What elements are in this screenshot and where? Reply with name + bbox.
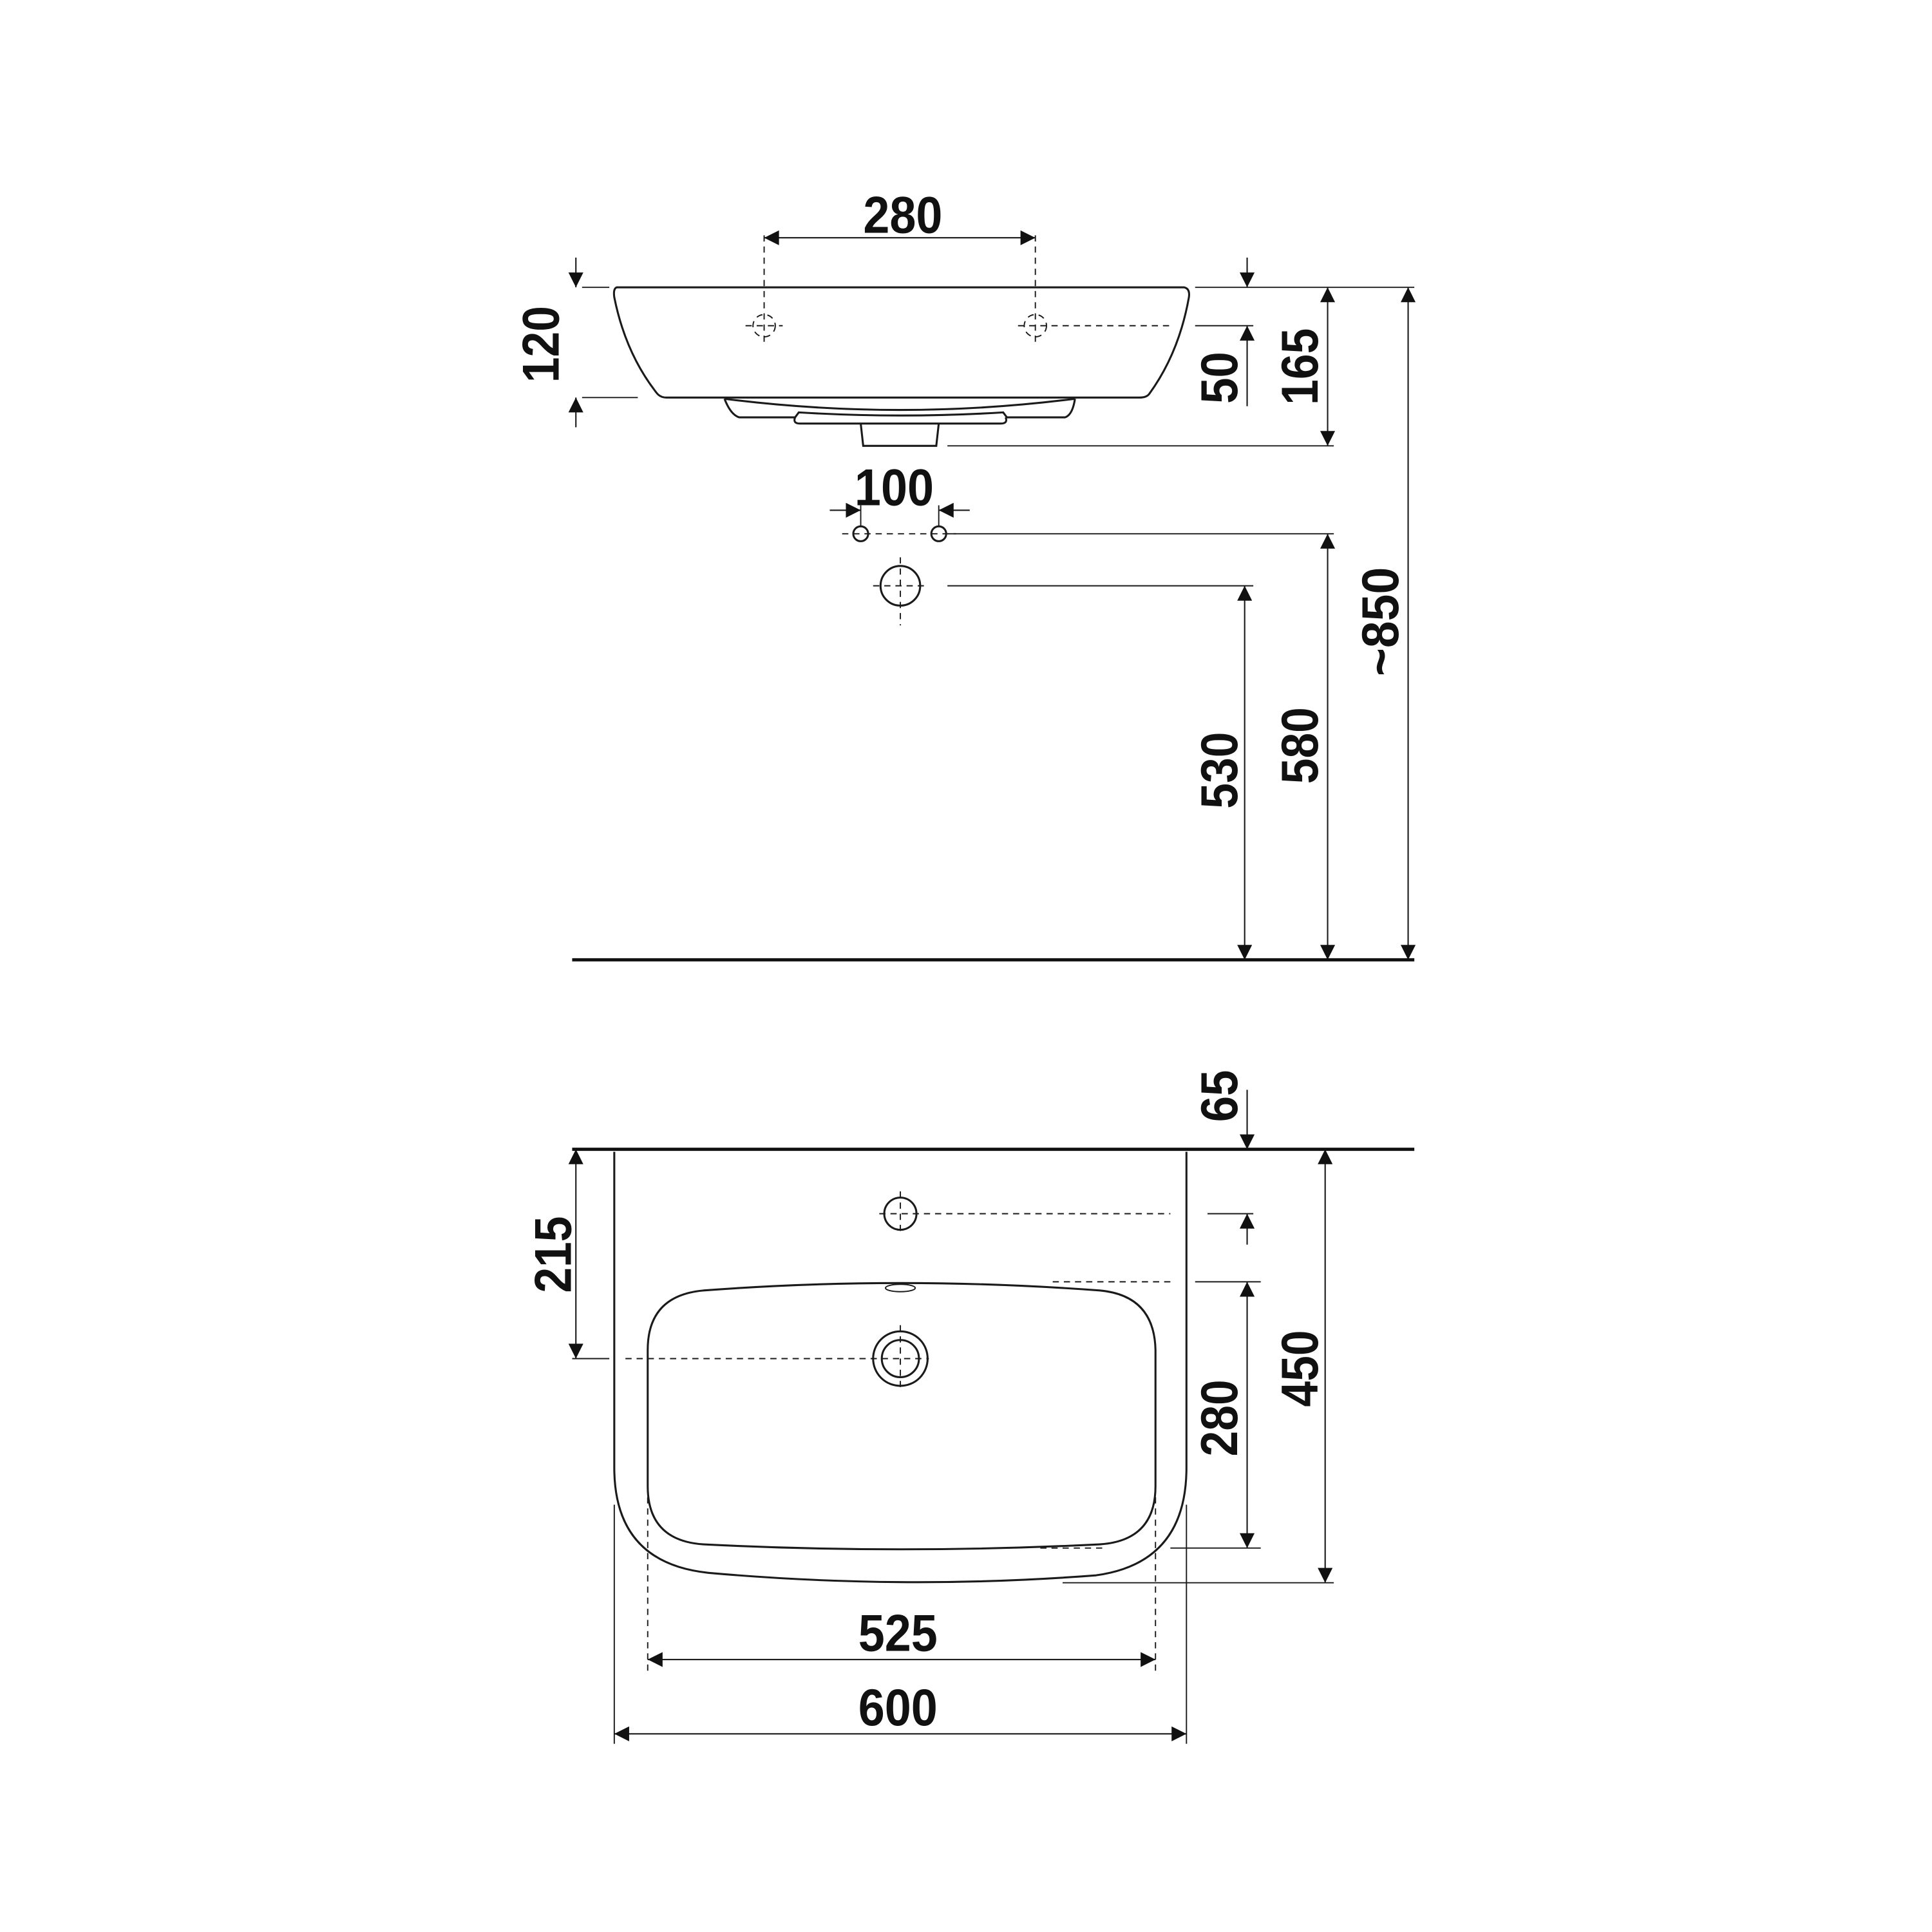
dim-drain-from-wall: 215 <box>525 1216 583 1293</box>
dim-bowl-depth: 280 <box>1191 1379 1249 1456</box>
basin-plan-outline <box>613 1151 1188 1584</box>
plan-view: 65 215 280 450 525 600 <box>525 1070 1415 1744</box>
dim-tap-hole-offset: 50 <box>1191 352 1249 404</box>
dim-basin-depth: 450 <box>1271 1330 1329 1406</box>
dim-basin-height: 120 <box>512 306 570 383</box>
dim-tap-hole-from-wall: 65 <box>1191 1070 1249 1122</box>
bowl-outline <box>647 1282 1157 1551</box>
tap-hole-left <box>752 314 776 338</box>
basin-side-outline <box>612 286 1190 399</box>
dim-fixing-height: 580 <box>1271 707 1329 784</box>
basin-underside <box>723 397 1076 425</box>
dim-waste-height: 530 <box>1191 732 1249 809</box>
side-elevation: 280 120 50 165 ~850 100 530 580 <box>512 187 1416 961</box>
waste-outlet <box>860 423 940 447</box>
dim-fixing-spacing: 100 <box>855 459 934 517</box>
dim-bowl-width: 525 <box>858 1604 938 1662</box>
overflow-icon <box>885 1283 916 1293</box>
dim-mounting-height: ~850 <box>1352 567 1410 676</box>
dim-total-depth: 165 <box>1271 328 1329 405</box>
dim-tap-hole-spacing: 280 <box>863 187 942 245</box>
dim-basin-width: 600 <box>858 1679 938 1737</box>
